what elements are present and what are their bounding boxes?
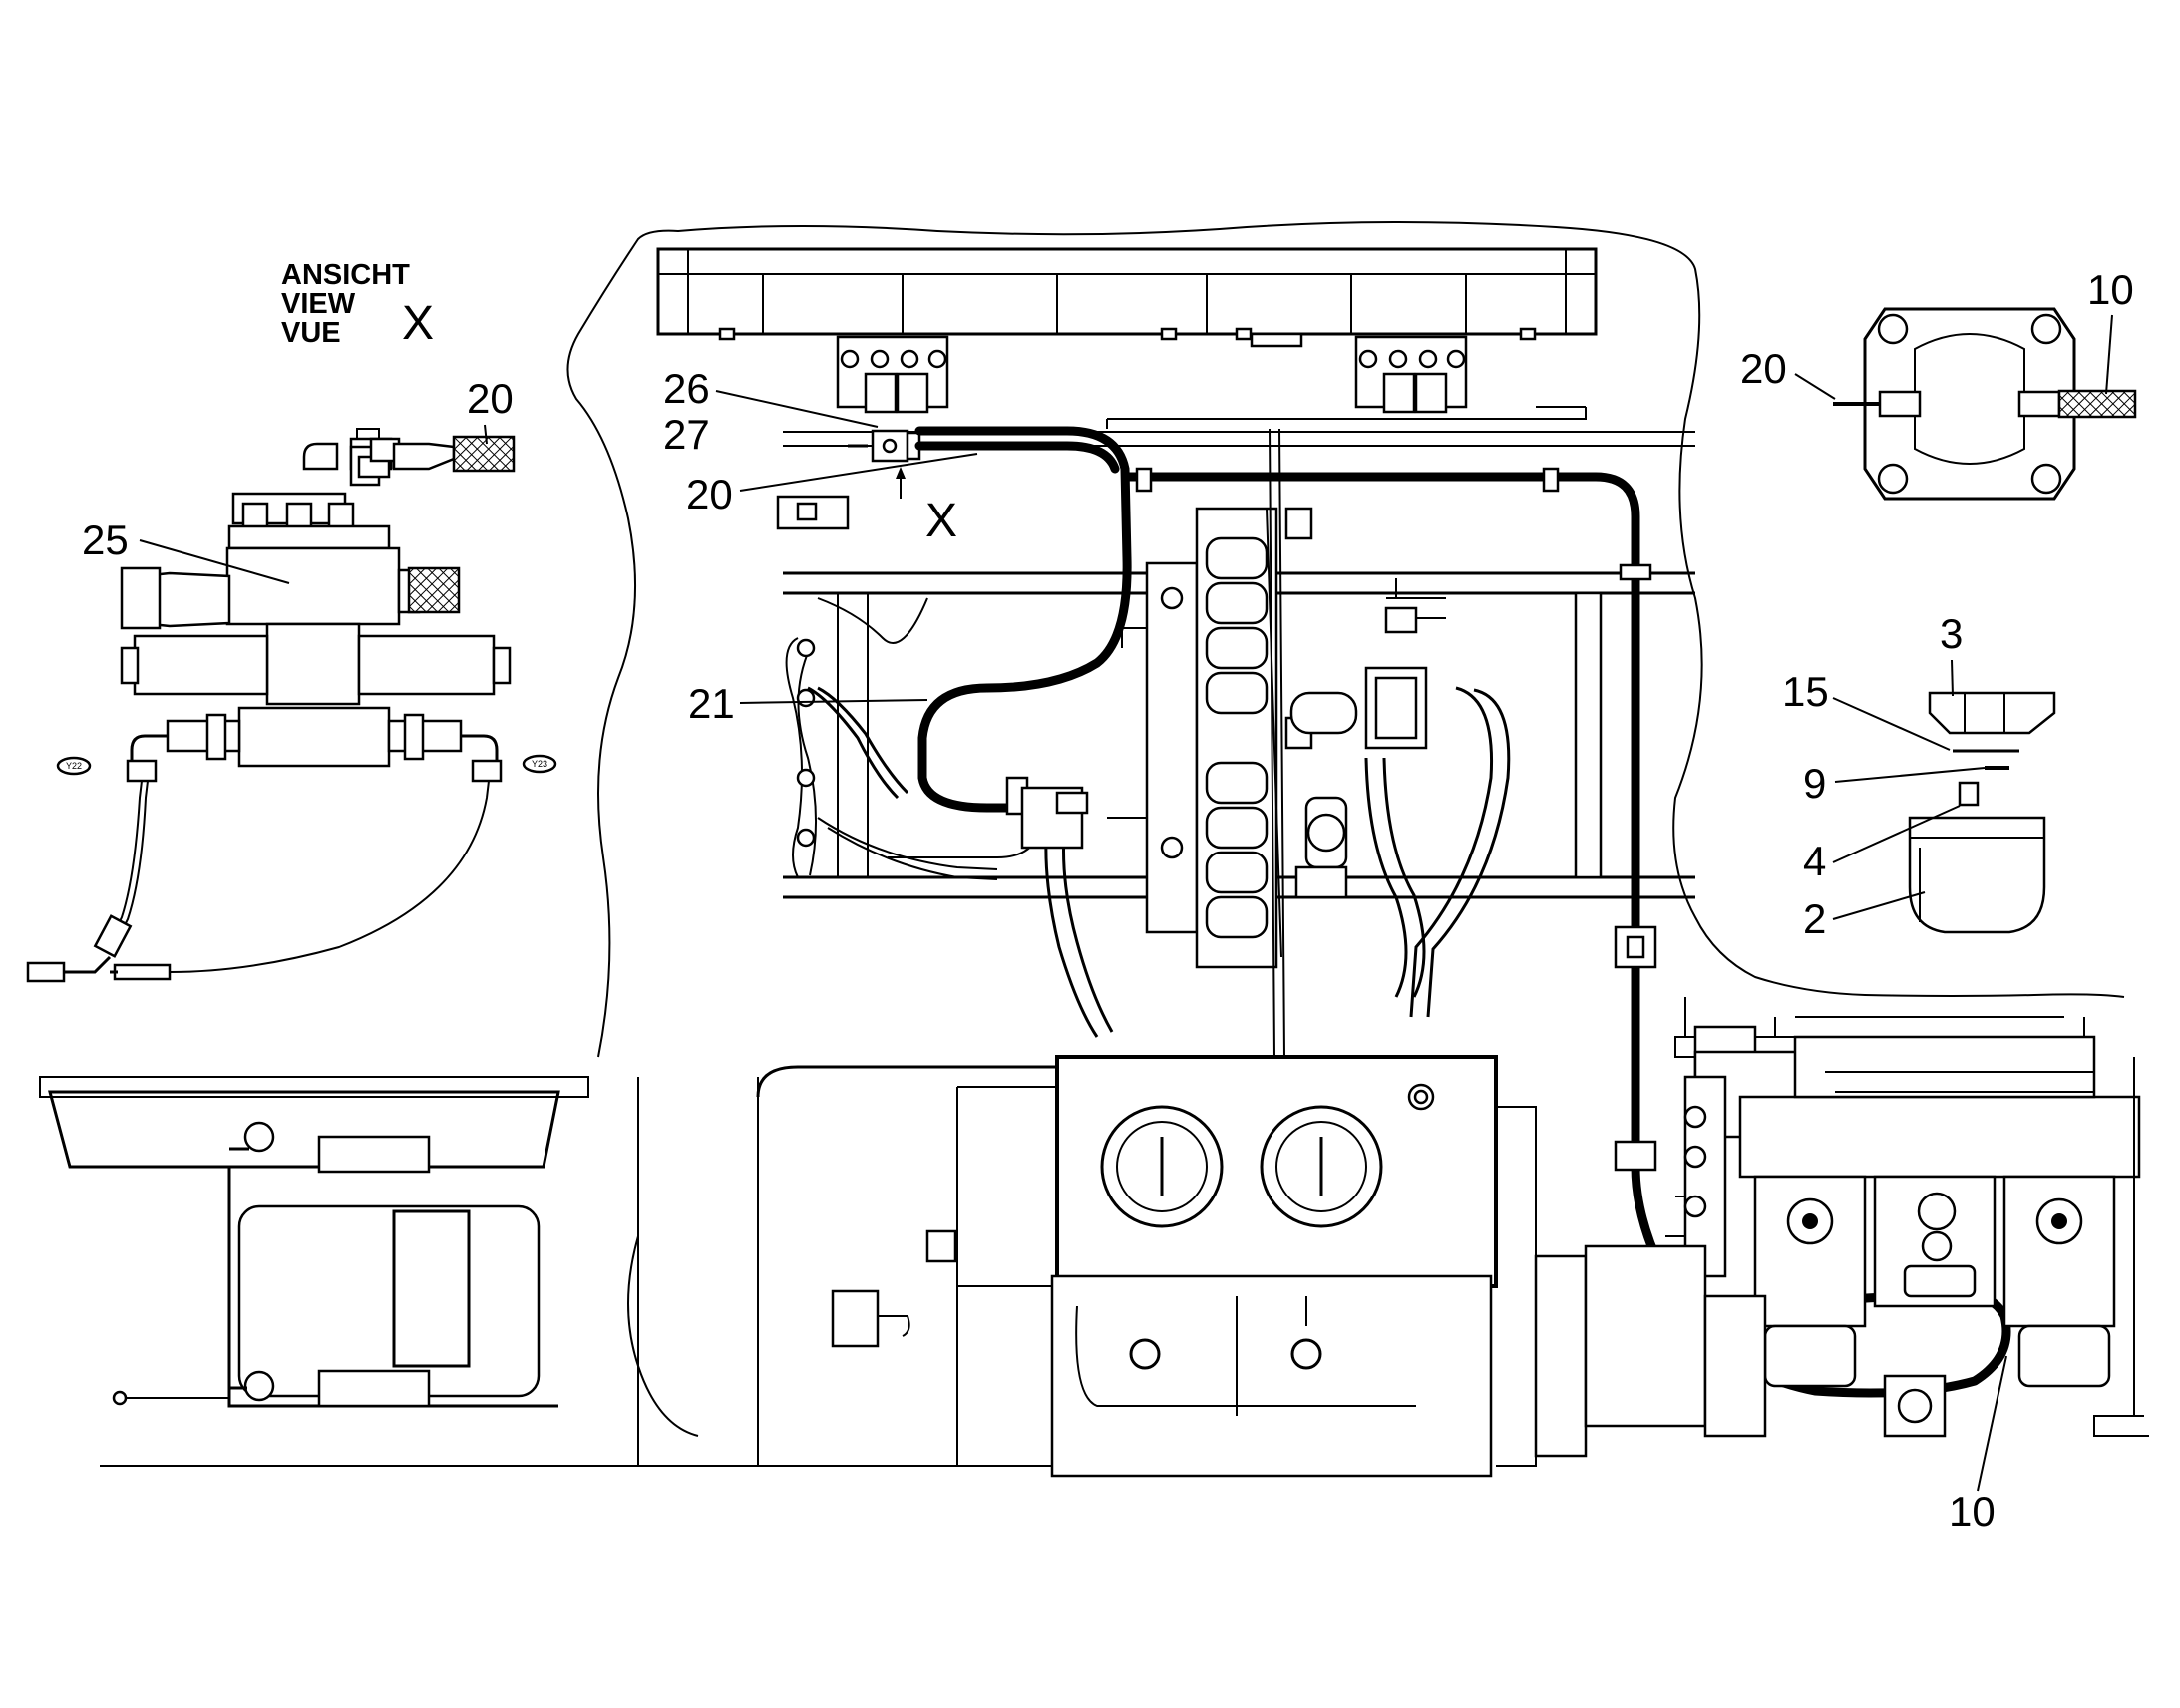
central-valve-bank [1107,428,1446,1058]
view-arrow-label: X [925,495,957,547]
detail-valve-assembly [26,428,516,983]
tag-y22-outline [56,756,92,776]
hose-20-frame [914,441,1120,474]
valve-body-25 [225,546,401,626]
tag-y23-text: Y23 [532,759,547,769]
detail-callouts: 20 25 [82,375,514,584]
detail-view-x-caption: ANSICHT VIEW VUE X [281,259,434,350]
callout-3: 3 [1940,610,1963,657]
caption-view-marker: X [402,297,434,350]
operator-cab-area [39,1065,1057,1467]
hose-21 [914,426,1132,813]
tag-y23-outline [522,754,557,774]
hose-clamps [1135,467,1657,1172]
tubes [807,686,1511,1038]
callout-20-detail: 20 [467,375,514,422]
callout-15: 15 [1782,668,1829,715]
callout-2: 2 [1803,895,1826,942]
callout-25-detail: 25 [82,516,129,563]
flange-detail [1833,307,2137,501]
callout-20-frame: 20 [686,471,733,517]
caption-line-vue: VUE [281,317,341,349]
filter-exploded [1908,691,2056,934]
callout-26: 26 [663,365,710,412]
caption-line-ansicht: ANSICHT [281,259,410,291]
main-callouts: 26 27 20 21 20 10 3 15 9 4 2 10 [663,266,2134,1535]
callout-10-pump: 10 [1949,1488,1996,1535]
callout-20-flange: 20 [1740,345,1787,392]
top-frame [656,247,1598,429]
left-hydraulic-curves [785,597,928,878]
callout-21: 21 [688,680,735,727]
pump-assembly [1665,997,2149,1438]
callout-27: 27 [663,411,710,458]
caption-line-view: VIEW [281,288,356,320]
braided-hose-detail [452,435,516,473]
cutaway-boundary [566,221,2125,1058]
detail-connector-tags: Y22 Y23 [56,754,557,776]
frame-rails [783,431,1695,899]
view-arrow-x: X [896,467,957,547]
callout-4: 4 [1803,838,1826,884]
hydraulic-tank [925,1055,1767,1478]
callout-9: 9 [1803,760,1826,807]
callout-10-flange: 10 [2087,266,2134,313]
frame-fitting-26-27 [776,429,921,530]
tag-y22-text: Y22 [66,761,82,771]
